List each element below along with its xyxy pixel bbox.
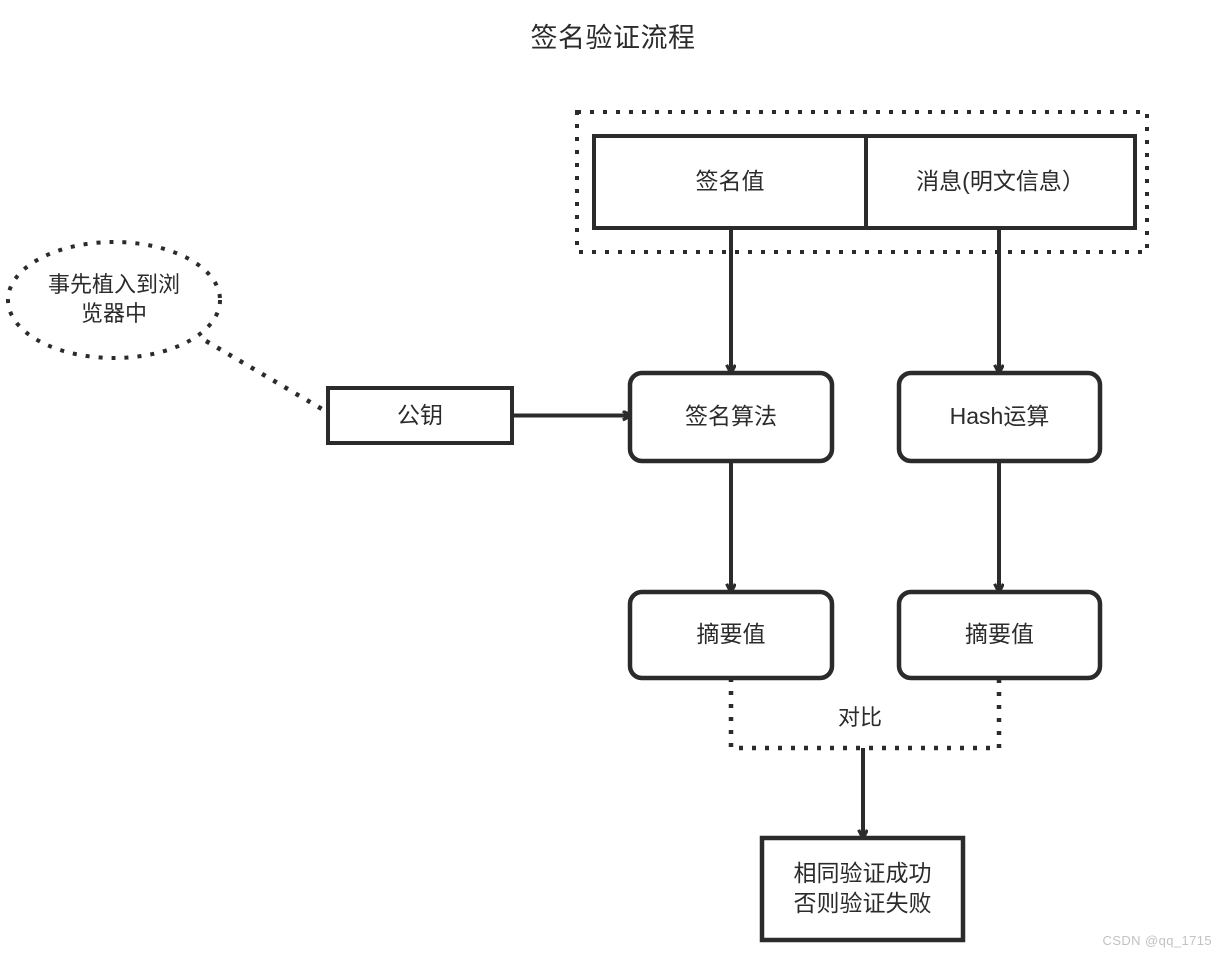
preinstalled-note-ellipse [6, 240, 222, 360]
signature-value-box [592, 134, 868, 230]
edge-note-to-public-key [204, 339, 329, 414]
digest-left-box [627, 589, 835, 681]
input-group-dotted-container [575, 110, 1149, 254]
page-title: 签名验证流程 [530, 23, 696, 53]
watermark: CSDN @qq_1715 [1102, 933, 1212, 948]
public-key-box [326, 386, 514, 445]
edge-compare-bracket [728, 678, 1002, 751]
hash-operation-box [896, 370, 1103, 464]
signature-algorithm-box [627, 370, 835, 464]
digest-right-box [896, 589, 1103, 681]
result-box [759, 835, 966, 943]
message-plaintext-box [864, 134, 1137, 230]
